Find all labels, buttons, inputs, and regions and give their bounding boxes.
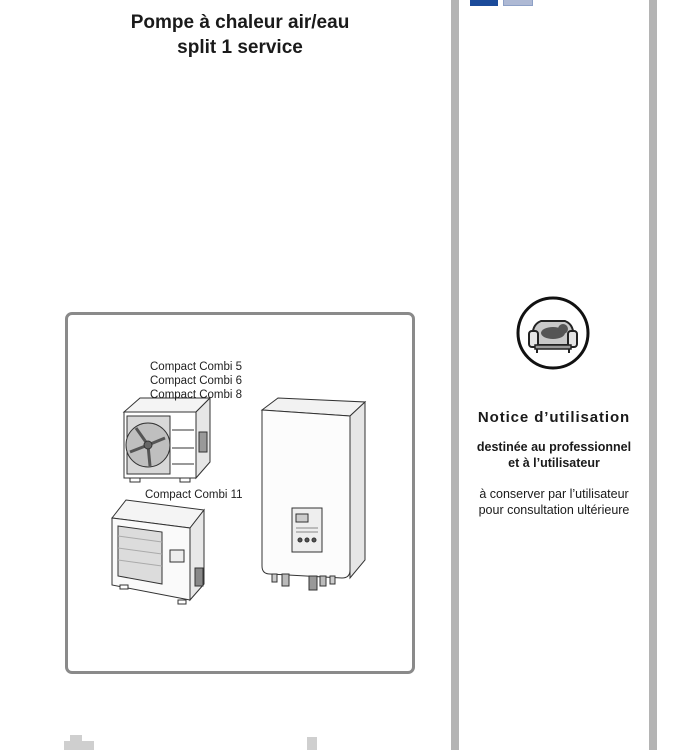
document-title-line1: Pompe à chaleur air/eau [130, 12, 350, 33]
brand-light-square [503, 0, 533, 6]
audience-line2: et à l’utilisateur [508, 456, 600, 470]
keep-instruction-line1: à conserver par l’utilisateur [479, 487, 629, 501]
armchair-cat-icon [516, 296, 590, 370]
indoor-unit [260, 397, 367, 591]
model-label-combi-8: Compact Combi 8 [150, 389, 243, 401]
model-label-combi-11: Compact Combi 11 [145, 489, 243, 501]
brand-blue-square [470, 0, 498, 6]
sidebar-right-divider [649, 0, 657, 750]
model-label-combi-5: Compact Combi 5 [150, 361, 243, 373]
model-label-combi-6: Compact Combi 6 [150, 375, 243, 387]
sidebar-left-divider [451, 0, 459, 750]
document-title-line2: split 1 service [177, 37, 303, 58]
outdoor-unit-small [122, 396, 212, 483]
notice-heading: Notice d’utilisation [477, 409, 631, 426]
keep-instruction-line2: pour consultation ultérieure [478, 503, 630, 517]
audience-line1: destinée au professionnel [476, 440, 632, 454]
outdoor-unit-large [111, 499, 205, 605]
brand-logo-partial [64, 735, 317, 750]
product-illustration-frame [65, 312, 415, 674]
